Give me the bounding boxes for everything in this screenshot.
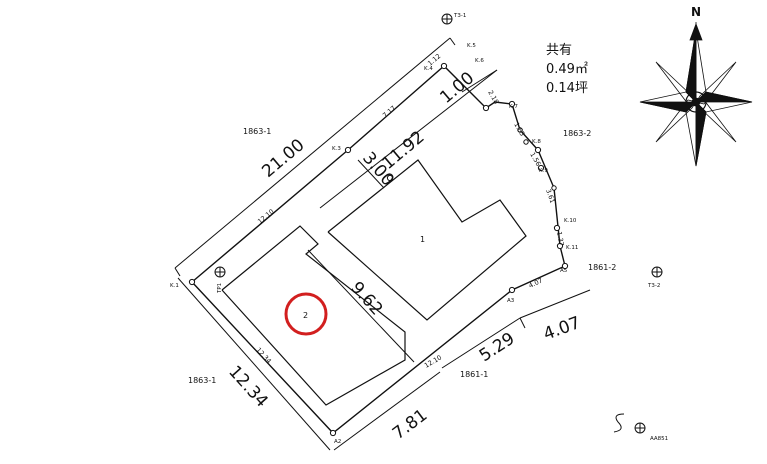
lot-number-1: 1 [420,235,425,244]
label-k9: K.9 [539,168,548,174]
control-point-t3-2 [651,266,663,278]
label-k8: K.8 [532,139,541,145]
dim-21-00: 21.00 [258,135,308,182]
dim-small-12-10-bottom: 12.10 [423,353,443,369]
point-k1 [188,278,196,286]
survey-points [188,62,569,437]
dim-line-top-segment [319,69,498,209]
label-k10: K.10 [564,218,577,224]
label-k5: K.5 [467,43,476,49]
dim-line-bottom-781 [333,371,441,451]
dim-line-offset [357,159,385,189]
neighbor-1863-1-bottom: 1863-1 [188,376,216,385]
label-k6: K.6 [475,58,484,64]
neighbor-1863-2: 1863-2 [563,129,591,138]
lot-1-building [327,159,527,321]
dim-small-12-34: 12.34 [255,346,273,365]
label-k11: K.11 [566,245,578,251]
share-area-tsubo: 0.14坪 [546,81,588,96]
label-a2: A2 [334,439,341,445]
point-a2 [329,429,337,437]
dim-7-81: 7.81 [389,405,431,444]
point-k4 [440,62,448,70]
control-point-tp1 [214,266,226,278]
point-a3 [508,286,516,294]
control-point-aa851 [634,422,646,434]
dim-1-00: 1.00 [436,68,478,108]
label-a5: A5 [560,268,568,274]
point-k7 [508,100,516,108]
dim-small-4-07: 4.07 [527,276,544,289]
label-tp1: TP1 [217,283,223,294]
dim-line-inner [307,249,415,363]
dim-line-left [177,277,331,451]
dim-4-07: 4.07 [541,313,583,345]
share-area-m2: 0.49㎡ [546,62,588,77]
point-k11 [556,242,564,250]
highlight-circle [284,292,328,336]
compass-rose [639,22,753,167]
point-a5 [561,262,569,270]
label-k1: K.1 [170,283,179,289]
label-k7: K.7 [509,104,518,110]
control-points [214,13,663,434]
neighbor-1863-1-top: 1863-1 [243,127,271,136]
parcel-boundary [191,65,566,434]
dim-small-1-12: 1.12 [426,52,442,67]
control-point-t3-1 [441,13,453,25]
lot-2-outline [221,225,406,406]
label-t3-1: T3-1 [453,13,466,19]
dim-small-1-37: 1.37 [555,231,565,247]
label-t3-2: T3-2 [647,283,660,289]
neighbor-1861-1: 1861-1 [460,370,488,379]
dim-line-bottom-529 [441,317,521,369]
neighbor-1861-2: 1861-2 [588,263,616,272]
dim-small-7-17: 7.17 [381,104,397,119]
point-k3 [344,146,352,154]
dim-5-29: 5.29 [476,329,519,366]
point-k8 [534,146,542,154]
point-k6 [482,104,490,112]
point-k10 [553,224,561,232]
dim-line-right [519,289,591,319]
signature-mark [613,413,625,433]
dim-12-34: 12.34 [224,362,271,412]
label-aa851: AA851 [650,436,668,442]
dim-line-top-small [461,69,498,93]
north-label: N [691,5,701,19]
point-k9 [537,164,545,172]
dim-line-top-total [174,37,451,269]
dimension-lines [174,37,591,451]
dim-small-12-10-top: 12.10 [256,207,275,225]
label-k3: K.3 [332,146,341,152]
share-title: 共有 [546,43,572,58]
label-a3: A3 [507,298,515,304]
label-k4: K.4 [424,66,433,72]
lot-number-2: 2 [303,311,308,320]
